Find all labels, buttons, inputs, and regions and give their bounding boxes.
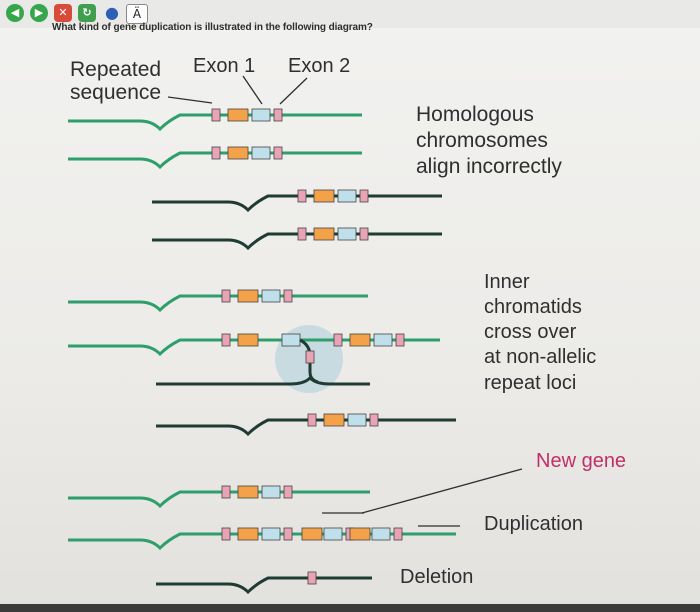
chromosome-8-exon1-1 (323, 413, 345, 427)
result-deletion-line (156, 576, 372, 595)
chromosome-3-exon1-1 (313, 189, 335, 203)
result-normal-exon1-1 (237, 485, 259, 499)
result-duplication-repeat-9 (393, 527, 403, 541)
chromosome-3-exon2-2 (337, 189, 357, 203)
chromosome-2-line (68, 151, 362, 170)
pointer-exon2 (279, 77, 308, 105)
chromosome-6-line (68, 338, 440, 357)
result-duplication-exon1-7 (349, 527, 371, 541)
label-deletion: Deletion (400, 566, 473, 588)
chromosome-2-exon1-1 (227, 146, 249, 160)
chromosome-1-repeat-3 (273, 108, 283, 122)
chromosome-6-gene-3 (395, 333, 405, 347)
chromosome-lines (68, 108, 456, 595)
result-duplication-exon2-8 (371, 527, 391, 541)
label-duplication: Duplication (484, 513, 583, 535)
result-duplication-exon1-4 (301, 527, 323, 541)
result-duplication-exon2-2 (261, 527, 281, 541)
label-exon2: Exon 2 (288, 55, 350, 77)
result-duplication-repeat-3 (283, 527, 293, 541)
chromosome-6-box-0 (221, 333, 231, 347)
result-duplication-exon1-1 (237, 527, 259, 541)
result-duplication-repeat-0 (221, 527, 231, 541)
refresh-icon[interactable]: ↻ (78, 4, 96, 22)
chromosome-1-exon2-2 (251, 108, 271, 122)
label-exon1: Exon 1 (193, 55, 255, 77)
chromosome-5-line (68, 294, 368, 313)
chromosome-1-repeat-0 (211, 108, 221, 122)
crossover-repeat (305, 350, 315, 364)
chromosome-1-exon1-1 (227, 108, 249, 122)
chromosome-8-line (156, 418, 456, 437)
chromosome-8-repeat-3 (369, 413, 379, 427)
label-homologous-3: align incorrectly (416, 155, 562, 178)
label-new-gene: New gene (536, 450, 626, 472)
chromosome-2-repeat-3 (273, 146, 283, 160)
result-duplication-line (68, 532, 456, 551)
result-normal-line (68, 490, 370, 509)
label-inner-5: repeat loci (484, 372, 576, 394)
chromosome-5-repeat-3 (283, 289, 293, 303)
chromosome-3-repeat-0 (297, 189, 307, 203)
chromosome-6-box-1 (237, 333, 259, 347)
chromosome-6-gene-2 (373, 333, 393, 347)
user-icon[interactable]: ● (105, 3, 119, 22)
pointer-exon1 (242, 75, 263, 105)
chromosome-4-repeat-0 (297, 227, 307, 241)
result-normal-repeat-0 (221, 485, 231, 499)
chromosome-2-exon2-2 (251, 146, 271, 160)
pointer-repeated-sequence (167, 96, 213, 104)
label-homologous-2: chromosomes (416, 129, 548, 152)
forward-icon[interactable]: ▶ (30, 4, 48, 22)
chromosome-6-gene-1 (349, 333, 371, 347)
chromosome-2-repeat-0 (211, 146, 221, 160)
result-duplication-exon2-5 (323, 527, 343, 541)
chromosome-8-exon2-2 (347, 413, 367, 427)
chromosome-6-box-2 (281, 333, 301, 347)
chromosome-5-repeat-0 (221, 289, 231, 303)
question-text: What kind of gene duplication is illustr… (52, 22, 373, 33)
chromosome-3-repeat-3 (359, 189, 369, 203)
result-deletion-repeat-0 (307, 571, 317, 585)
pointer-new-gene (361, 468, 523, 514)
chromosome-5-exon1-1 (237, 289, 259, 303)
label-homologous-1: Homologous (416, 103, 534, 126)
chromosome-4-exon1-1 (313, 227, 335, 241)
chromosome-4-exon2-2 (337, 227, 357, 241)
label-inner-4: at non-allelic (484, 346, 596, 368)
chromosome-4-repeat-3 (359, 227, 369, 241)
chromosome-6-gene-0 (333, 333, 343, 347)
result-normal-exon2-2 (261, 485, 281, 499)
chromosome-3-line (152, 194, 442, 213)
chromosome-7-line (156, 375, 370, 386)
label-repeated: Repeated (70, 58, 161, 81)
label-inner-1: Inner (484, 271, 530, 293)
label-inner-2: chromatids (484, 296, 582, 318)
pointer-lines (167, 75, 523, 527)
result-normal-repeat-3 (283, 485, 293, 499)
chromosome-8-repeat-0 (307, 413, 317, 427)
bottom-bezel (0, 604, 700, 612)
chromosome-5-exon2-2 (261, 289, 281, 303)
chromosome-1-line (68, 113, 362, 132)
browser-toolbar: ◀ ▶ ✕ ↻ ● Ä (0, 0, 700, 28)
close-icon[interactable]: ✕ (54, 4, 72, 22)
label-sequence: sequence (70, 81, 161, 104)
back-icon[interactable]: ◀ (6, 4, 24, 22)
label-inner-3: cross over (484, 321, 577, 343)
font-icon[interactable]: Ä (126, 4, 148, 24)
chromosome-4-line (152, 232, 442, 251)
